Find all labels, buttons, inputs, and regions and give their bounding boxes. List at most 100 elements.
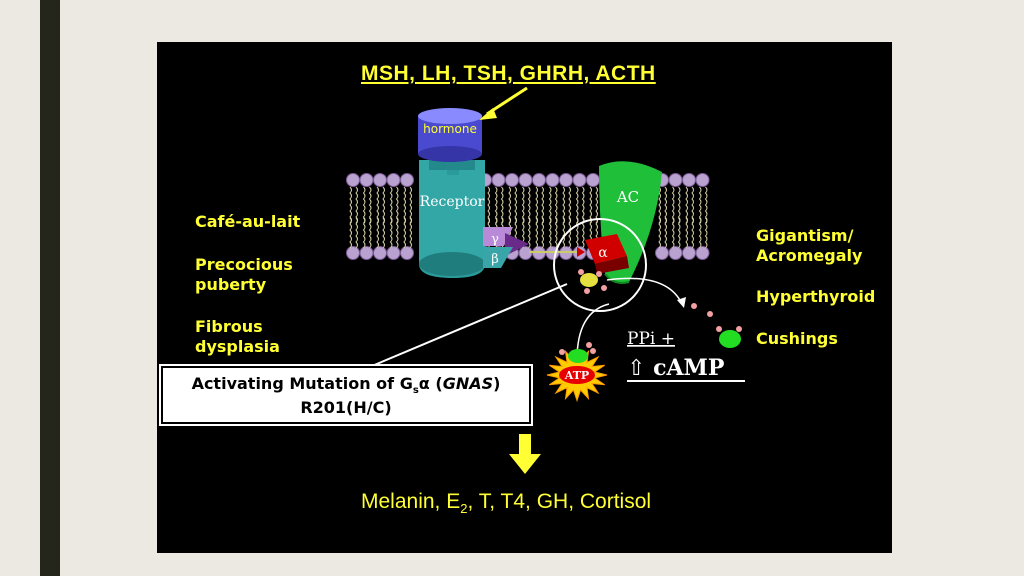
alpha-subunit <box>585 234 629 274</box>
receptor-label: Receptor <box>420 194 485 210</box>
lipid-tail <box>589 186 592 224</box>
lipid-tail <box>349 186 352 224</box>
atp-core <box>559 366 595 384</box>
hormone <box>418 108 482 162</box>
lipid-tail <box>487 186 490 224</box>
lipid-tail <box>691 217 694 249</box>
lipid-head <box>695 173 710 187</box>
lipid-tail <box>664 217 667 249</box>
lipid-tail <box>535 186 538 224</box>
lipid-tail <box>527 186 531 224</box>
outcome-text: Melanin, E2, T, T4, GH, Cortisol <box>361 490 652 517</box>
lipid-head <box>682 246 696 260</box>
lipid-tail <box>575 217 579 249</box>
side-accent-bar <box>40 0 60 576</box>
lipid-tail <box>658 217 661 249</box>
lipid-tail <box>368 217 372 249</box>
lipid-head <box>386 246 401 260</box>
slide: hormone Receptor AC γ β α <box>157 42 892 553</box>
lipid-tail <box>541 186 544 224</box>
lipid-tail <box>704 186 708 224</box>
title-arrowhead <box>479 108 497 120</box>
ac-label: AC <box>616 188 639 206</box>
lipid-head <box>346 173 360 187</box>
lipid-head <box>682 173 696 187</box>
lipid-tail <box>508 186 511 224</box>
lipid-tail <box>575 186 579 224</box>
lipid-tail <box>514 186 517 224</box>
lipid-tail <box>382 217 385 249</box>
receptor <box>419 147 485 278</box>
beta-subunit <box>483 247 513 268</box>
lipid-tail <box>548 186 552 224</box>
gamma-label: γ <box>491 232 499 247</box>
ppi-blob <box>719 330 741 348</box>
lipid-tail <box>409 217 412 249</box>
pointer-line <box>371 283 568 367</box>
feature-hyperthyroid: Hyperthyroid <box>756 287 876 306</box>
lipid-tail <box>541 217 544 249</box>
lipid-tail <box>677 217 681 249</box>
lipid-tail <box>409 186 412 224</box>
lipid-tail <box>671 186 675 224</box>
lipid-tail <box>595 186 598 224</box>
lipid-head <box>545 173 560 187</box>
lipid-head <box>668 246 683 260</box>
lipid-tail <box>389 217 393 249</box>
lipid-tail <box>581 217 585 249</box>
lipid-tail <box>562 217 565 249</box>
ac-to-camp-arc <box>606 277 683 305</box>
lipid-head <box>695 246 710 260</box>
lipid-tail <box>355 186 358 224</box>
lipid-tail <box>376 217 379 249</box>
membrane-bottom-heads <box>346 246 710 260</box>
lipid-tail <box>382 186 385 224</box>
lipid-tail <box>362 186 366 224</box>
lipid-tail <box>685 217 688 249</box>
lipid-tail <box>677 186 681 224</box>
lipid-head <box>359 173 374 187</box>
lipid-tail <box>403 217 406 249</box>
membrane-tails <box>349 186 708 249</box>
lipid-tail <box>500 186 504 224</box>
gtp-blob <box>580 273 598 287</box>
lipid-tail <box>403 186 406 224</box>
lipid-tail <box>494 186 498 224</box>
outcome-arrow <box>509 434 541 474</box>
mutation-line-2: R201(H/C) <box>300 398 392 418</box>
mutation-highlight-circle <box>553 218 647 312</box>
lipid-head <box>559 173 573 187</box>
lipid-tail <box>704 217 708 249</box>
lipid-tail <box>349 217 352 249</box>
lipid-head <box>491 173 506 187</box>
lipid-tail <box>376 186 379 224</box>
lipid-head <box>400 246 414 260</box>
feature-gigantism-acromegaly: Gigantism/Acromegaly <box>756 226 863 265</box>
hormone-list-title: MSH, LH, TSH, GHRH, ACTH <box>361 62 656 85</box>
alpha-label: α <box>598 245 608 261</box>
lipid-tail <box>548 217 552 249</box>
signaling-diagram: hormone Receptor AC γ β α <box>346 86 745 474</box>
camp-label: ⇧ cAMP <box>627 355 724 381</box>
lipid-head <box>668 173 683 187</box>
lipid-head <box>373 246 387 260</box>
lipid-tail <box>368 186 372 224</box>
lipid-tail <box>554 217 558 249</box>
feature-cushings: Cushings <box>756 329 838 348</box>
lipid-tail <box>535 217 538 249</box>
lipid-head <box>505 173 519 187</box>
lipid-head <box>572 173 587 187</box>
lipid-head <box>359 246 374 260</box>
lipid-tail <box>568 186 571 224</box>
membrane-top-heads <box>346 173 710 187</box>
lipid-tail <box>362 217 366 249</box>
lipid-tail <box>685 186 688 224</box>
hormone-label: hormone <box>423 122 477 136</box>
lipid-head <box>386 173 401 187</box>
lipid-tail <box>395 186 399 224</box>
lipid-head <box>373 173 387 187</box>
lipid-tail <box>355 217 358 249</box>
lipid-tail <box>527 217 531 249</box>
lipid-tail <box>581 186 585 224</box>
